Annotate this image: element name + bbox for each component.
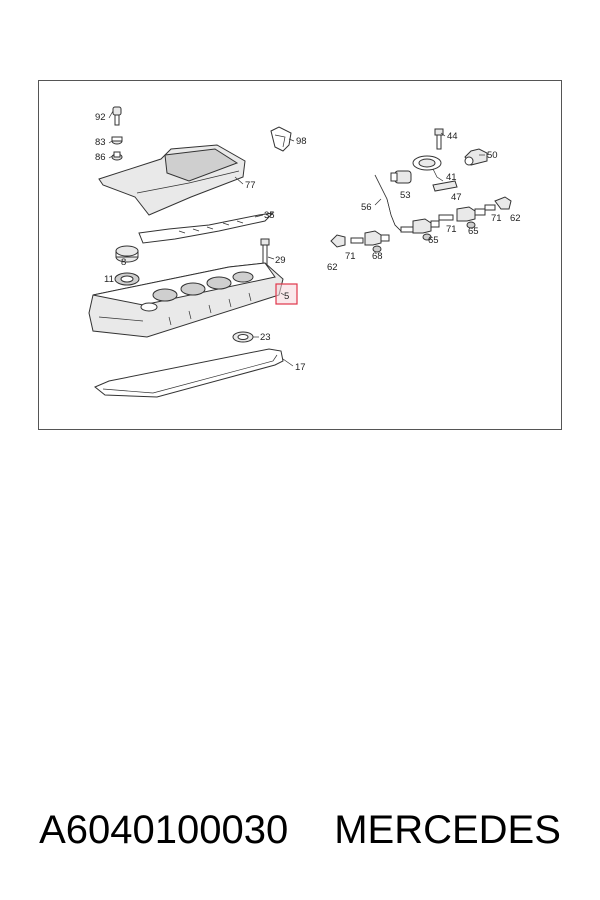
callout-56: 56 (361, 202, 372, 213)
callout-65-mid: 65 (428, 235, 439, 246)
callout-35: 35 (264, 210, 275, 221)
callout-8: 8 (121, 257, 126, 268)
callout-41: 41 (446, 172, 457, 183)
seal-11 (114, 272, 140, 286)
callout-71-left: 71 (345, 251, 356, 262)
washer-23 (232, 331, 254, 343)
elbow-50 (464, 148, 488, 166)
washer-83 (111, 136, 123, 145)
callout-leaders (108, 110, 485, 367)
callout-47: 47 (451, 192, 462, 203)
callout-71-mid: 71 (446, 224, 457, 235)
callout-5: 5 (284, 291, 289, 302)
brand-name: MERCEDES (334, 807, 561, 852)
part-number: A6040100030 (39, 807, 289, 852)
pipe-47 (432, 180, 458, 192)
bolt-92 (112, 106, 122, 126)
callout-62-left: 62 (327, 262, 338, 273)
callout-62-right: 62 (510, 213, 521, 224)
gasket-17 (94, 348, 284, 398)
gasket-35 (138, 212, 275, 244)
callout-11: 11 (104, 274, 114, 285)
hose-assembly-mid (400, 218, 440, 241)
bracket-98 (270, 126, 292, 152)
callout-50: 50 (487, 150, 498, 161)
callout-86: 86 (95, 152, 106, 163)
callout-98: 98 (296, 136, 307, 147)
callout-65-right: 65 (468, 226, 479, 237)
connector-41 (412, 155, 444, 182)
fitting-53 (390, 170, 412, 184)
diagram-canvas: 92 83 86 98 77 35 8 11 29 5 23 17 44 50 … (88, 106, 521, 398)
highlight-box (275, 283, 298, 305)
exploded-parts-diagram: 92 83 86 98 77 35 8 11 29 5 23 17 44 50 … (38, 80, 562, 430)
callout-53: 53 (400, 190, 411, 201)
callout-labels: 92 83 86 98 77 35 8 11 29 5 23 17 44 50 … (95, 112, 521, 373)
bolt-44 (434, 128, 444, 150)
washer-86 (111, 151, 123, 161)
cylinder-head-cover (88, 262, 284, 338)
plug-8 (115, 245, 139, 263)
callout-17: 17 (295, 362, 306, 373)
callout-29: 29 (275, 255, 286, 266)
callout-92: 92 (95, 112, 106, 123)
callout-44: 44 (447, 131, 458, 142)
callout-68: 68 (372, 251, 383, 262)
hose-assembly-right (438, 196, 512, 229)
hose-assembly-left (330, 230, 390, 253)
callout-77: 77 (245, 180, 256, 191)
callout-23: 23 (260, 332, 271, 343)
bolt-29 (260, 238, 270, 272)
callout-71-right: 71 (491, 213, 502, 224)
engine-cover-77 (98, 144, 246, 216)
part-caption: A6040100030 MERCEDES (0, 800, 600, 860)
hose-56 (374, 174, 402, 232)
callout-83: 83 (95, 137, 106, 148)
